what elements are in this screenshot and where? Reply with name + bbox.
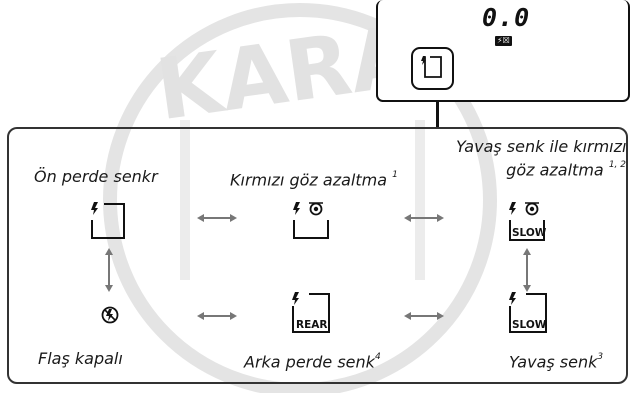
front-curtain-sync-icon <box>91 202 125 239</box>
label-red-eye: Kırmızı göz azaltma 1 <box>230 170 398 190</box>
svg-text:SLOW: SLOW <box>512 227 547 239</box>
arrow-front-to-redeye <box>197 214 237 222</box>
svg-text:REAR: REAR <box>296 319 327 331</box>
label-rear-curtain: Arka perde senk4 <box>244 352 381 372</box>
arrow-front-to-flashoff <box>105 248 113 292</box>
lcd-flash-value: 0.0 <box>482 3 531 32</box>
red-eye-reduction-icon <box>293 202 329 239</box>
arrow-rear-to-slow <box>404 312 444 320</box>
arrow-slowredeye-to-slow <box>523 248 531 292</box>
label-flash-off: Flaş kapalı <box>38 349 123 368</box>
rear-curtain-sync-icon: REAR <box>292 292 330 333</box>
arrow-flashoff-to-rear <box>197 312 237 320</box>
lcd-flash-mode-indicator <box>411 47 454 90</box>
flash-compensation-icon: ⚡☒ <box>495 36 512 46</box>
label-slow-red-eye: Yavaş senk ile kırmızı göz azaltma 1, 2 <box>456 137 627 180</box>
label-front-curtain: Ön perde senkr <box>34 167 158 186</box>
flash-off-icon <box>101 306 119 324</box>
arrow-redeye-to-slowredeye <box>404 214 444 222</box>
slow-sync-icon: SLOW <box>509 292 547 333</box>
label-slow: Yavaş senk3 <box>509 352 604 372</box>
flash-mode-icon <box>421 56 442 78</box>
slow-sync-red-eye-icon: SLOW <box>509 202 547 241</box>
lcd-display: 0.0 ⚡☒ <box>376 0 630 102</box>
flash-mode-panel <box>7 127 628 384</box>
svg-text:SLOW: SLOW <box>512 319 547 331</box>
lcd-connector-line <box>436 100 439 128</box>
